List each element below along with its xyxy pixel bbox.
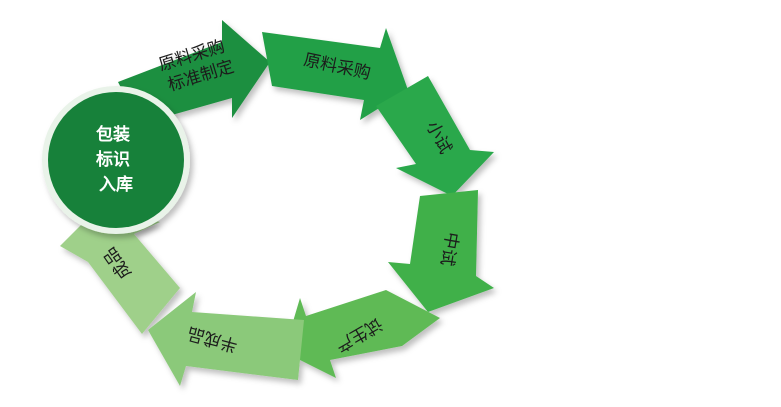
hub-label-line: 包装 [96,124,130,145]
step-arrow-semi-finished: 半成品 [148,292,304,386]
cycle-arrows: 原料采购 标准制定 原料采购 小试 中试 [60,20,494,386]
step-arrow-pilot-trial: 中试 [388,190,494,312]
step-arrow-lab-trial: 小试 [376,76,494,196]
step-arrow-material-purchase: 原料采购 [262,28,408,120]
hub-node-packaging: 包装 标识 入库 [42,86,190,234]
step-arrow-finished-product: 成品 [60,206,180,334]
hub-label-line: 入库 [99,174,133,195]
step-arrow-trial-production: 试生产 [284,290,440,378]
hub-label-line: 标识 [96,149,130,170]
svg-text:包装 标识 入库: 包装 标识 入库 [96,124,136,195]
